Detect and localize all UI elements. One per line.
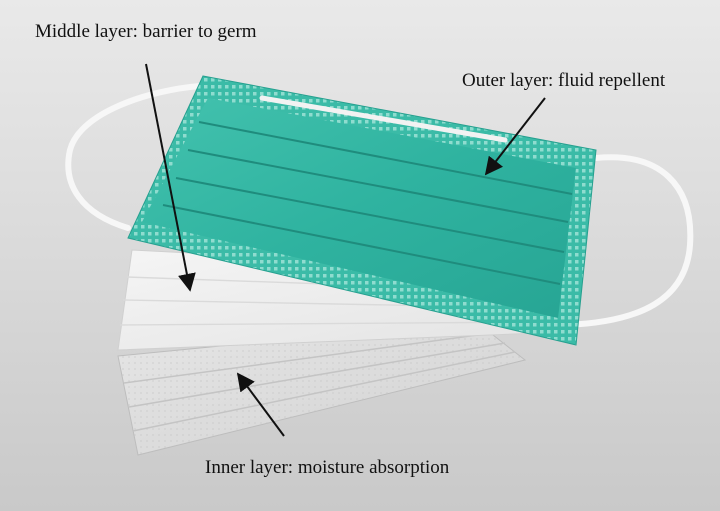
arrow-down-icon xyxy=(145,63,196,292)
left-ear-loop xyxy=(65,83,203,231)
middle-layer-label: Middle layer: barrier to germ xyxy=(35,21,257,42)
inner-layer-label: Inner layer: moisture absorption xyxy=(205,457,450,478)
right-ear-loop xyxy=(563,154,694,328)
arrow-up-left-icon xyxy=(236,372,285,437)
nose-wire xyxy=(259,95,508,143)
outer-layer-sheet xyxy=(127,75,597,346)
outer-layer-label: Outer layer: fluid repellent xyxy=(462,70,666,91)
inner-layer-sheet xyxy=(117,320,527,456)
arrow-down-left-icon xyxy=(484,97,546,176)
